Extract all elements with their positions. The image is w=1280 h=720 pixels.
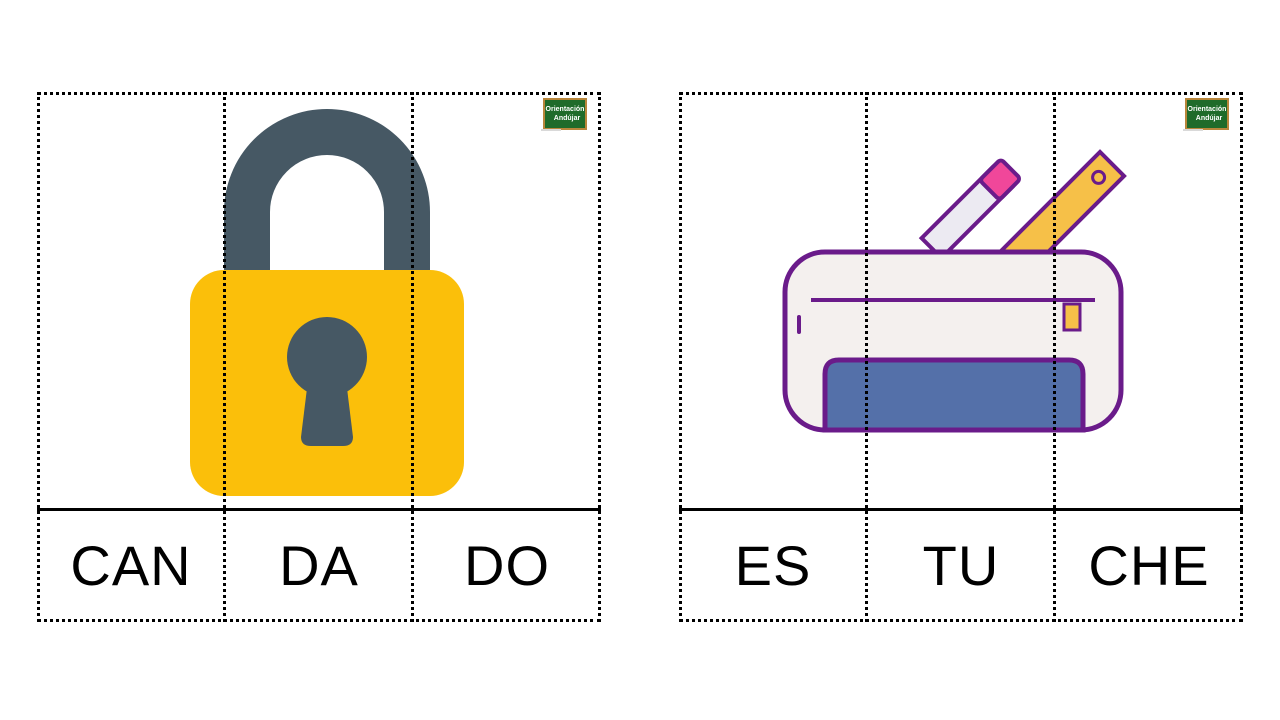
cut-line: [1053, 92, 1056, 622]
puzzle-card-padlock: Orientación Andújar CAN DA DO: [37, 92, 601, 622]
syllable-divider: [679, 508, 1243, 511]
orientacion-andujar-logo: Orientación Andújar: [1183, 98, 1229, 131]
orientacion-andujar-logo: Orientación Andújar: [541, 98, 587, 131]
svg-text:Orientación: Orientación: [1188, 106, 1227, 113]
syllable-piece[interactable]: ES: [734, 533, 812, 597]
svg-text:Andújar: Andújar: [554, 115, 581, 122]
svg-text:Orientación: Orientación: [546, 106, 585, 113]
cut-line: [865, 92, 868, 622]
syllable-piece[interactable]: CAN: [70, 533, 192, 597]
syllable-piece[interactable]: TU: [922, 533, 1000, 597]
cut-line: [223, 92, 226, 622]
puzzle-card-pencil-case: Orientación Andújar ES TU CHE: [679, 92, 1243, 622]
cut-line: [411, 92, 414, 622]
syllable-piece[interactable]: DA: [279, 533, 359, 597]
syllable-divider: [37, 508, 601, 511]
pencil-case-icon: [782, 149, 1127, 433]
syllable-piece[interactable]: DO: [464, 533, 550, 597]
syllable-piece[interactable]: CHE: [1088, 533, 1210, 597]
padlock-icon: [190, 109, 464, 496]
svg-text:Andújar: Andújar: [1196, 115, 1223, 122]
